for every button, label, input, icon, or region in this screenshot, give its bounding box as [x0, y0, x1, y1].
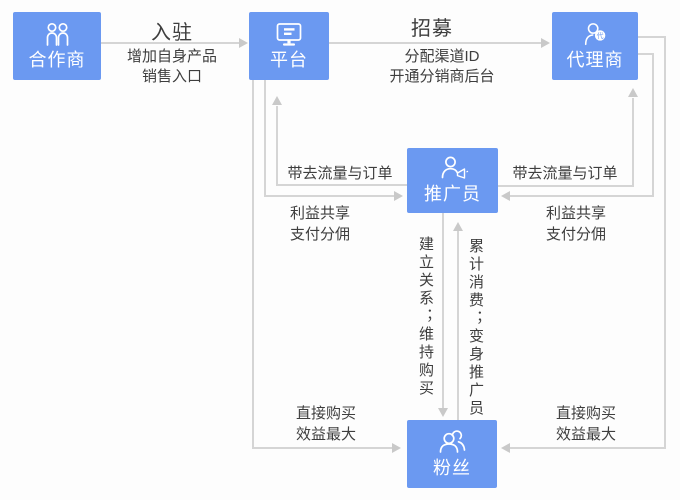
edge-recruit-desc: 分配渠道ID 开通分销商后台: [389, 48, 495, 85]
partners-icon: [46, 22, 69, 46]
edge-directbuy-right-label: 直接购买 效益最大: [555, 405, 616, 443]
edge-profit-left-label: 利益共享 支付分佣: [289, 205, 350, 243]
edge-traffic-left-label: 带去流量与订单: [287, 165, 393, 182]
person-megaphone-icon: [441, 156, 468, 179]
edge-directbuy-left-label: 直接购买 效益最大: [295, 405, 356, 443]
node-agent: 代 代理商: [552, 12, 638, 80]
edge-traffic-right-label: 带去流量与订单: [512, 165, 618, 182]
agent-badge-glyph: 代: [597, 31, 604, 40]
node-fans: 粉丝: [407, 420, 497, 488]
monitor-icon: [276, 22, 302, 46]
node-agent-label: 代理商: [566, 49, 624, 70]
edge-upgrade-label: 累计消费；变身推广员: [467, 238, 484, 418]
node-promoter-label: 推广员: [424, 184, 481, 205]
node-partner: 合作商: [13, 12, 101, 80]
agent-person-icon: 代: [584, 22, 606, 45]
node-promoter: 推广员: [407, 148, 498, 213]
edge-relationship-label: 建立关系；维持购买: [417, 236, 434, 398]
people-group-icon: [439, 429, 466, 453]
node-platform: 平台: [249, 12, 329, 80]
edge-settle-desc: 增加自身产品 销售入口: [126, 48, 217, 85]
edge-profit-right-label: 利益共享 支付分佣: [545, 205, 606, 243]
node-platform-label: 平台: [270, 49, 308, 70]
node-partner-label: 合作商: [28, 49, 86, 70]
edge-recruit-title: 招募: [411, 18, 453, 40]
arrowheads: [239, 38, 638, 453]
node-fans-label: 粉丝: [433, 457, 471, 478]
edge-settle-title: 入驻: [151, 22, 193, 44]
